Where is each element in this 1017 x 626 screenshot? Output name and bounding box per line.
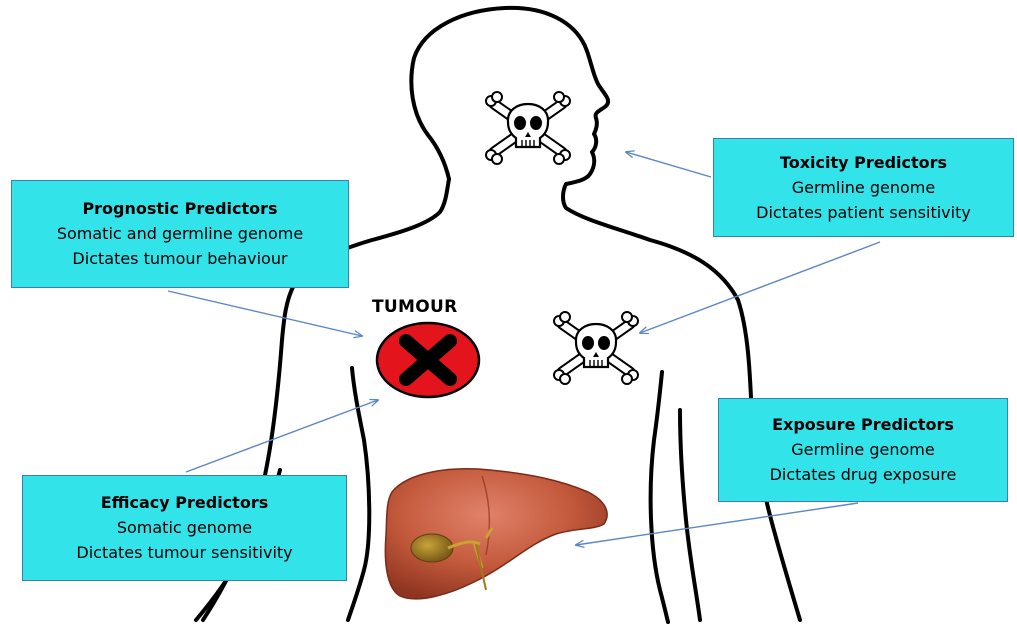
- box-line: Dictates drug exposure: [770, 462, 957, 487]
- box-title: Exposure Predictors: [772, 413, 954, 437]
- arrow-toxicity-head: [626, 152, 711, 177]
- box-title: Efficacy Predictors: [101, 491, 268, 515]
- arrow-prognostic: [168, 291, 362, 336]
- prognostic-predictors-box: Prognostic Predictors Somatic and germli…: [11, 180, 349, 288]
- arrow-exposure: [576, 503, 858, 545]
- tumour-label: TUMOUR: [372, 297, 457, 317]
- box-line: Germline genome: [792, 175, 935, 200]
- toxicity-predictors-box: Toxicity Predictors Germline genome Dict…: [713, 138, 1014, 237]
- box-line: Somatic genome: [117, 515, 252, 540]
- skull-crossbones-icon: [486, 92, 570, 164]
- box-line: Dictates patient sensitivity: [756, 200, 971, 225]
- x-mark-icon: [377, 323, 479, 397]
- arrow-efficacy: [186, 400, 378, 472]
- box-line: Somatic and germline genome: [57, 221, 303, 246]
- exposure-predictors-box: Exposure Predictors Germline genome Dict…: [718, 398, 1008, 502]
- skull-crossbones-icon: [554, 312, 638, 384]
- efficacy-predictors-box: Efficacy Predictors Somatic genome Dicta…: [22, 475, 347, 581]
- arrow-toxicity-torso: [640, 242, 880, 333]
- box-line: Germline genome: [791, 437, 934, 462]
- liver-icon: [385, 469, 607, 599]
- box-line: Dictates tumour sensitivity: [76, 540, 292, 565]
- box-title: Toxicity Predictors: [780, 151, 947, 175]
- box-title: Prognostic Predictors: [82, 197, 277, 221]
- box-line: Dictates tumour behaviour: [72, 246, 287, 271]
